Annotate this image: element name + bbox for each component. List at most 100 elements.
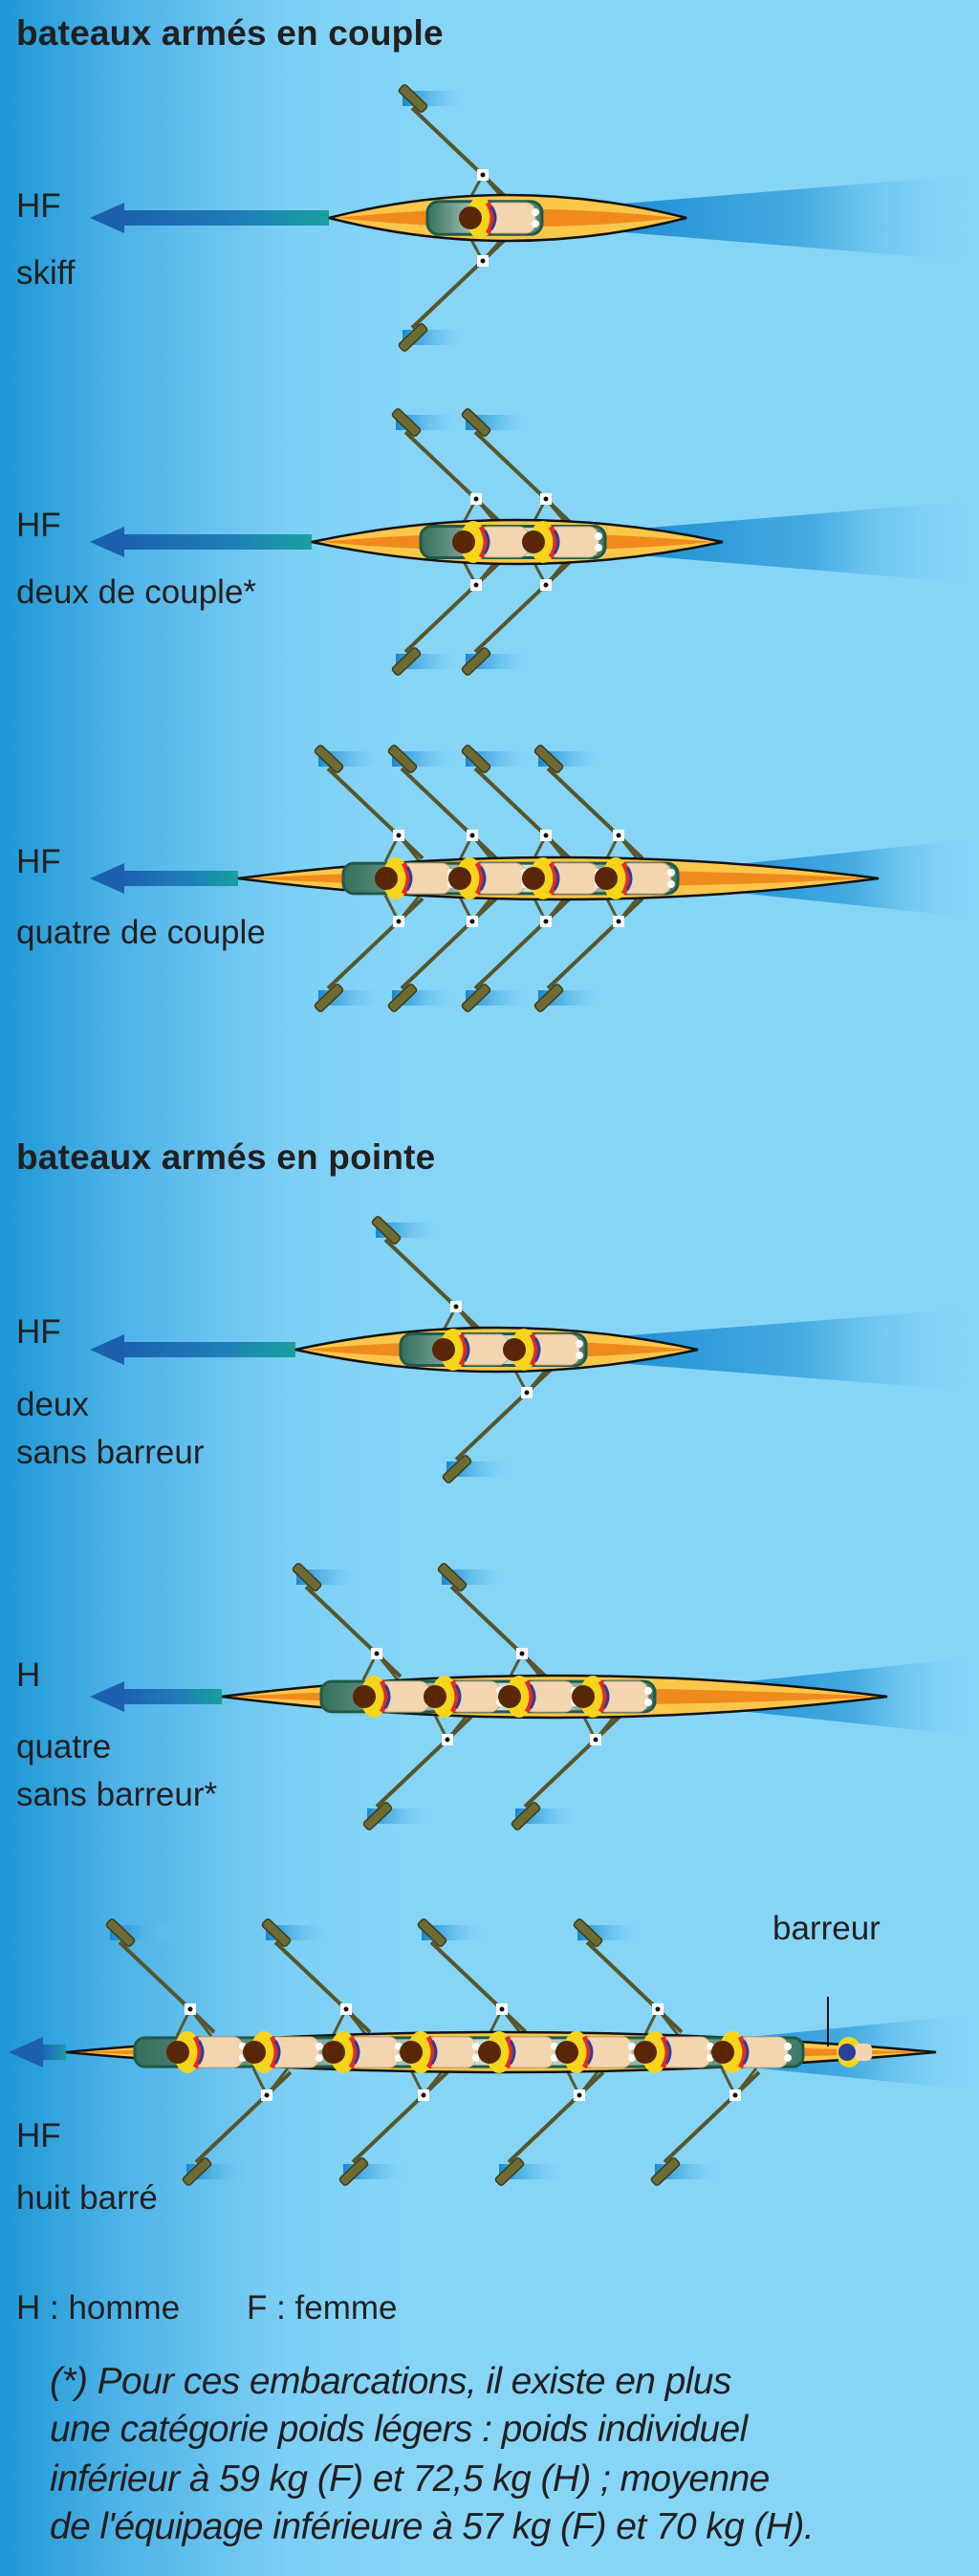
footnote-line-3: inférieur à 59 kg (F) et 72,5 kg (H) ; m… <box>50 2458 770 2500</box>
section-title-couple: bateaux armés en couple <box>16 13 444 53</box>
rower-jersey-band <box>483 530 490 554</box>
rower-jersey-band <box>509 2040 516 2065</box>
direction-arrow-head-icon <box>90 527 124 557</box>
rower-head <box>522 867 545 890</box>
oarlock-pin <box>421 2092 426 2098</box>
rower <box>572 1676 652 1718</box>
rower-jersey-stripe <box>581 2035 592 2069</box>
rower-head <box>478 2041 501 2064</box>
oar-shaft <box>410 236 509 330</box>
oar-shaft <box>403 560 502 654</box>
oar-blade <box>398 323 428 352</box>
rower-jersey-band <box>454 1684 462 1709</box>
oarlock-pin <box>524 1390 530 1396</box>
rower-jersey-stripe <box>598 1679 608 1714</box>
oarlock-pin <box>543 582 549 588</box>
rower-head <box>634 2041 657 2064</box>
rower-head <box>166 2041 189 2064</box>
oar-shaft <box>546 897 644 990</box>
rower <box>503 1329 583 1371</box>
oar-shaft <box>507 2070 605 2164</box>
oar-shaft <box>383 1238 482 1331</box>
rower-jersey-band <box>490 206 497 230</box>
oarlock-pin <box>732 2092 738 2098</box>
rower <box>498 1676 578 1718</box>
rower-jersey-band <box>553 530 560 554</box>
rower-foot <box>576 1352 583 1359</box>
boat-name-quatre-de-couple: quatre de couple <box>16 914 266 951</box>
direction-arrow-shaft <box>119 1342 295 1357</box>
boat-name-huit-barre: huit barré <box>16 2179 158 2217</box>
rower-foot <box>315 2043 323 2050</box>
oarlock-pin <box>480 258 486 264</box>
rower-jersey-stripe <box>348 2035 359 2069</box>
rower-foot <box>667 869 675 877</box>
rower <box>522 857 602 899</box>
oarlock-pin <box>519 1651 525 1656</box>
oarlock-pin <box>469 919 475 924</box>
boat-deux-sans-barreur <box>90 1216 979 1483</box>
direction-arrow-head-icon <box>90 1334 124 1365</box>
oar-blade <box>398 84 428 113</box>
boat-name-quatre-sans-barreur-1: quatre <box>16 1728 112 1765</box>
direction-arrow-shaft <box>119 871 238 886</box>
oarlock-pin <box>396 833 402 838</box>
oar-shaft <box>351 2070 449 2164</box>
oar-blade <box>437 1563 468 1591</box>
oar-shaft <box>118 1940 216 2034</box>
oar-shaft <box>326 767 424 860</box>
boat-category-huit-barre: HF <box>16 2117 61 2154</box>
footnote-line-2: une catégorie poids légers : poids indiv… <box>50 2409 748 2450</box>
rower-foot <box>784 2043 792 2050</box>
rower-foot <box>595 544 602 552</box>
rower-foot <box>595 532 602 540</box>
rower-head <box>424 1685 446 1708</box>
boat-skiff <box>90 84 979 352</box>
rower <box>522 521 602 563</box>
rower-jersey-band <box>664 2040 672 2065</box>
footnote-line-4: de l'équipage inférieure à 57 kg (F) et … <box>50 2506 815 2547</box>
direction-arrow-head-icon <box>90 863 124 894</box>
boat-category-deux-sans-barreur: HF <box>16 1313 61 1351</box>
oarlock-pin <box>655 2006 661 2012</box>
oarlock-pin <box>396 919 402 924</box>
oarlock-pin <box>543 919 549 924</box>
rower-foot <box>628 2054 636 2062</box>
oar-shaft <box>194 2070 293 2164</box>
oar-blade <box>338 2157 369 2186</box>
rower-head <box>498 1685 521 1708</box>
oarlock-pin <box>374 1651 380 1656</box>
oarlock-pin <box>473 496 479 502</box>
rower <box>595 857 675 899</box>
rower-jersey-band <box>463 1337 470 1362</box>
rower-jersey-band <box>533 1337 541 1362</box>
rower-jersey-band <box>553 866 560 891</box>
rower <box>555 2031 636 2073</box>
rower-jersey-band <box>529 1684 536 1709</box>
rower-jersey-stripe <box>474 861 485 896</box>
rower <box>400 2031 480 2073</box>
rower-jersey-band <box>405 866 413 891</box>
rower-jersey-stripe <box>425 2035 436 2069</box>
rower-foot <box>315 2054 323 2062</box>
boat-name-deux-sans-barreur-1: deux <box>16 1386 89 1423</box>
rower-jersey-stripe <box>478 525 489 559</box>
rower-foot <box>667 880 675 888</box>
oar-blade <box>362 1802 393 1830</box>
rower-jersey-band <box>602 1684 610 1709</box>
direction-arrow-head-icon <box>9 2037 43 2067</box>
rower-head <box>572 1685 595 1708</box>
cox-helmet <box>838 2044 856 2061</box>
oar-blade <box>650 2157 681 2186</box>
legend-homme: H : homme <box>16 2289 181 2327</box>
oar-blade <box>533 745 564 773</box>
rower-jersey-stripe <box>379 1679 389 1714</box>
rower-foot <box>784 2054 792 2062</box>
oar-shaft <box>449 1585 548 1678</box>
oar-blade <box>461 647 491 676</box>
rower-foot <box>472 2043 480 2050</box>
boat-huit-barre <box>9 1918 979 2186</box>
oar-blade <box>182 2157 212 2186</box>
oarlock-pin <box>343 2006 349 2012</box>
oar-blade <box>417 1918 447 1947</box>
